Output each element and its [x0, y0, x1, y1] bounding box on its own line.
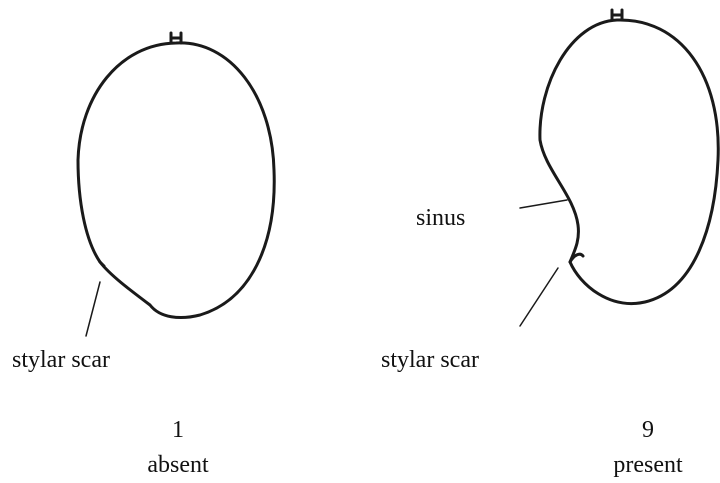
stylar-scar-label-absent: stylar scar: [12, 348, 110, 372]
stylar-scar-leader-absent: [86, 282, 100, 336]
state-label-present: present: [613, 453, 682, 477]
stylar-scar-notch-absent: [100, 262, 104, 266]
fruit-outline-present: [540, 20, 718, 304]
state-label-absent: absent: [147, 453, 208, 477]
sinus-leader: [520, 200, 567, 208]
figure-number-absent: 1: [172, 418, 184, 442]
stylar-scar-label-present: stylar scar: [381, 348, 479, 372]
figure-number-present: 9: [642, 418, 654, 442]
sinus-label: sinus: [416, 206, 465, 230]
stylar-scar-leader-present: [520, 268, 558, 326]
fruit-outline-absent: [78, 43, 274, 318]
